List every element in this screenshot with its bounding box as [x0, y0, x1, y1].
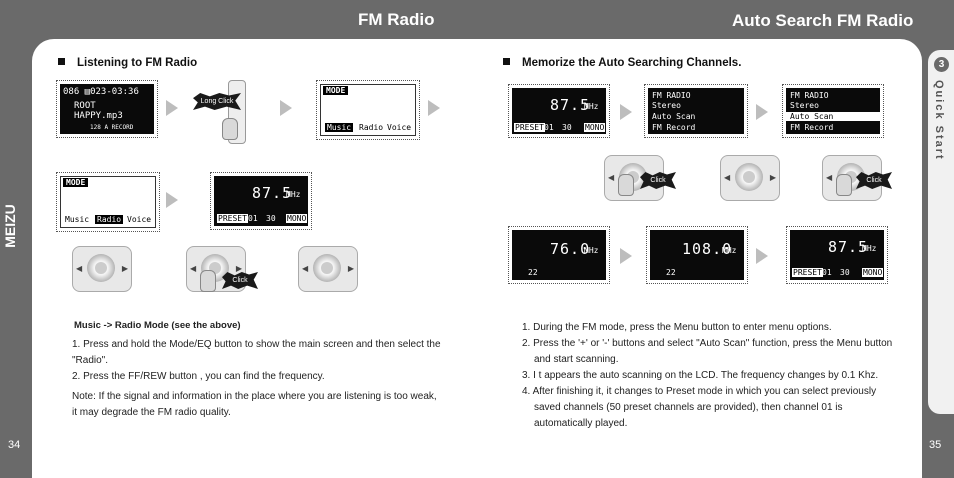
note-text: Note: If the signal and information in t… [72, 391, 437, 418]
page-title-right: Auto Search FM Radio [732, 11, 914, 30]
subtitle-music-radio: Music -> Radio Mode (see the above) [74, 320, 241, 331]
chapter-number-badge: 3 [934, 57, 949, 72]
page-title-left: FM Radio [358, 10, 435, 29]
lcd-scan-screen-2: 108.0 MHz 22 [646, 226, 748, 284]
arrow-right-icon [756, 248, 768, 264]
arrow-right-icon [166, 192, 178, 208]
arrow-right-icon [756, 104, 768, 120]
lcd-scan-screen-1: 76.0 MHz 22 [508, 226, 610, 284]
control-button-icon: ◀▶ [720, 155, 780, 201]
page-number-left: 34 [8, 439, 21, 451]
hand-icon [222, 118, 238, 140]
chapter-label: Quick Start [933, 80, 945, 161]
arrow-right-icon [620, 104, 632, 120]
hand-icon [618, 174, 634, 196]
click-burst: Click [222, 272, 258, 289]
hand-icon [200, 270, 216, 292]
svg-text:MEIZU: MEIZU [4, 204, 18, 248]
click-burst: Click [640, 172, 676, 189]
arrow-right-icon [428, 100, 440, 116]
lcd-fm-screen: 87.5 MHz PRESET 01 30 MONO [210, 172, 312, 230]
manual-page [32, 39, 922, 478]
section-title-memorize: Memorize the Auto Searching Channels. [503, 57, 741, 69]
brand-logo: MEIZU [4, 204, 18, 248]
long-click-burst: Long Click [193, 93, 241, 110]
lcd-menu-screen-1: FM RADIO Stereo Auto Scan FM Record [644, 84, 748, 138]
control-button-icon: ◀▶ [298, 246, 358, 292]
lcd-mode-radio-screen: MODE Music Radio Voice [56, 172, 160, 232]
bullet-square-icon [503, 58, 510, 65]
hand-icon [836, 174, 852, 196]
arrow-right-icon [620, 248, 632, 264]
lcd-preset-screen: 87.5 MHz PRESET 01 30 MONO [786, 226, 888, 284]
arrow-right-icon [166, 100, 178, 116]
lcd-fm-screen-right: 87.5 MHz PRESET 01 30 MONO [508, 84, 610, 138]
left-steps: 1. Press and hold the Mode/EQ button to … [72, 339, 441, 382]
right-steps: 1. During the FM mode, press the Menu bu… [522, 322, 893, 429]
bullet-square-icon [58, 58, 65, 65]
section-title-listening: Listening to FM Radio [58, 57, 197, 69]
control-button-icon: ◀▶ [72, 246, 132, 292]
lcd-menu-screen-2: FM RADIO Stereo Auto Scan FM Record [782, 84, 884, 138]
lcd-mode-screen: MODE Music Radio Voice [316, 80, 420, 140]
page-number-right: 35 [929, 439, 942, 451]
quick-start-tab[interactable] [928, 50, 954, 414]
arrow-right-icon [280, 100, 292, 116]
click-burst: Click [856, 172, 892, 189]
lcd-main-screen: 086 ▤023-03:36 ROOT HAPPY.mp3 128 A RECO… [56, 80, 158, 138]
